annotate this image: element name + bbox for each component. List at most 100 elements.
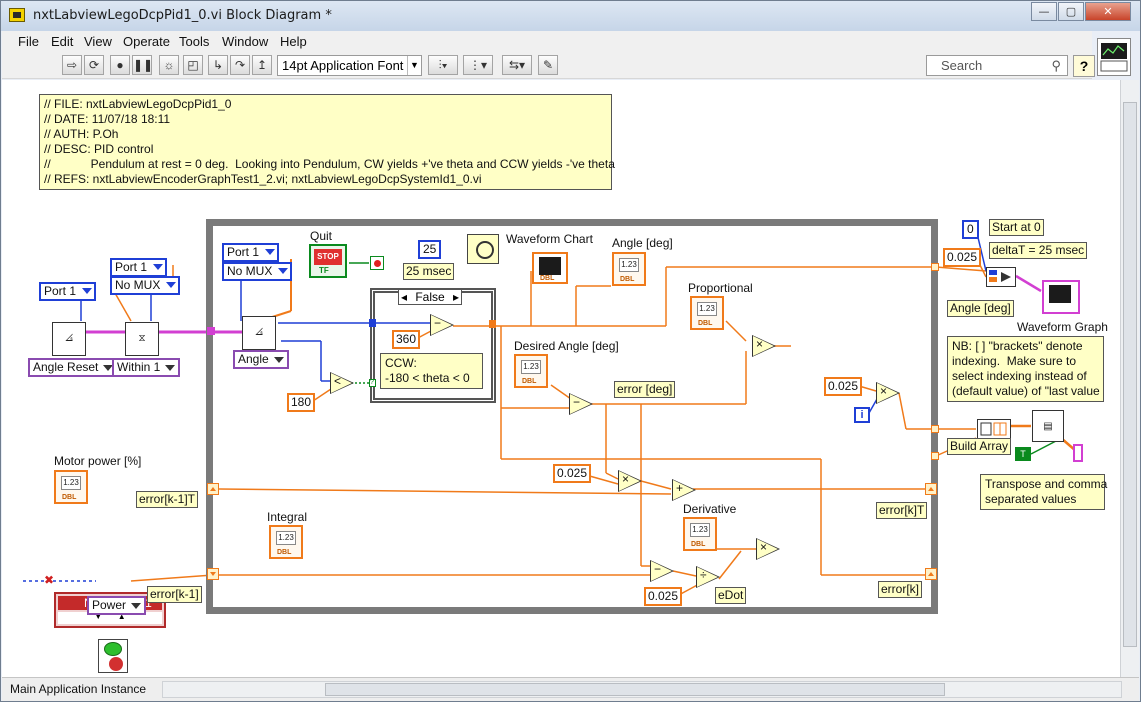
block-diagram-canvas[interactable]: // FILE: nxtLabviewLegoDcpPid1_0 // DATE… (2, 80, 1120, 677)
const-0025-a[interactable]: 0.025 (824, 377, 863, 396)
shift-register-right-2[interactable] (925, 568, 937, 580)
menu-tools[interactable]: Tools (179, 34, 210, 49)
quit-stop-button[interactable]: STOP TF (309, 244, 347, 278)
run-continuously-icon[interactable]: ⟳ (84, 55, 104, 75)
wait-ms-timer-icon[interactable] (467, 234, 499, 264)
ccw-comment[interactable]: CCW: -180 < theta < 0 (380, 353, 483, 389)
case-next-icon[interactable]: ▸ (452, 290, 459, 304)
less-than-node[interactable]: < (330, 372, 354, 394)
transpose-bool-constant[interactable]: T (1015, 447, 1031, 461)
angle-reset-subvi-icon[interactable]: ⦞ (52, 322, 86, 356)
output-tunnel-1 (931, 263, 939, 271)
step-into-icon[interactable]: ↳ (208, 55, 228, 75)
title-bar[interactable]: nxtLabviewLegoDcpPid1_0.vi Block Diagram… (1, 1, 1140, 31)
angle-deg-indicator[interactable]: 1.23 DBL (612, 252, 646, 286)
power-selector[interactable]: Power (87, 596, 147, 615)
vi-icon-graphic (1100, 43, 1128, 72)
build-array-label: Build Array (947, 438, 1012, 455)
distribute-objects-icon[interactable]: ⋮▾ (463, 55, 493, 75)
waveform-chart-terminal[interactable]: DBL (532, 252, 568, 284)
motor-power-subvi-icon[interactable] (98, 639, 128, 673)
port1-selector-c[interactable]: Port 1 (222, 243, 280, 262)
port1-selector-a[interactable]: Port 1 (39, 282, 97, 301)
angle-selector[interactable]: Angle (233, 350, 289, 369)
write-spreadsheet-icon[interactable]: ▤ (1032, 410, 1064, 442)
subtract-node-1[interactable]: − (430, 314, 454, 336)
const-0025-c[interactable]: 0.025 (644, 587, 683, 606)
vi-icon[interactable] (1097, 38, 1131, 76)
maximize-button[interactable]: ▢ (1058, 2, 1084, 21)
within-subvi-icon[interactable]: ⧖ (125, 322, 159, 356)
desired-angle-control[interactable]: 1.23 DBL (514, 354, 548, 388)
run-arrow-icon[interactable]: ⇨ (62, 55, 82, 75)
subtract-node-error[interactable]: − (569, 393, 593, 415)
multiply-node-i[interactable]: × (876, 382, 900, 404)
case-selector-label[interactable]: ◂ False ▸ (398, 289, 462, 305)
menu-view[interactable]: View (84, 34, 112, 49)
dbl-type: DBL (698, 320, 713, 327)
shift-register-left-2[interactable] (207, 568, 219, 580)
align-objects-icon[interactable]: ⫶▾ (428, 55, 458, 75)
bundle-node-icon[interactable] (986, 267, 1016, 287)
shift-register-right-1[interactable] (925, 483, 937, 495)
header-comment[interactable]: // FILE: nxtLabviewLegoDcpPid1_0 // DATE… (39, 94, 615, 190)
while-loop[interactable] (206, 219, 938, 614)
highlight-execution-icon[interactable]: ☼ (159, 55, 179, 75)
string-indicator[interactable] (1073, 444, 1083, 462)
build-array-node-icon[interactable] (977, 419, 1011, 439)
start-constant[interactable]: 0 (962, 220, 979, 239)
horizontal-scroll-thumb[interactable] (325, 683, 945, 696)
vertical-scrollbar[interactable] (1120, 80, 1139, 677)
multiply-node-p[interactable]: × (752, 335, 776, 357)
subtract-node-derivative[interactable]: − (650, 560, 674, 582)
angle-read-subvi-icon[interactable]: ⦞ (242, 316, 276, 350)
port1-selector-b[interactable]: Port 1 (110, 258, 168, 277)
clean-up-diagram-icon[interactable]: ✎ (538, 55, 558, 75)
const-360[interactable]: 360 (392, 330, 421, 349)
abort-icon[interactable]: ● (110, 55, 130, 75)
search-input[interactable]: Search ⚲ (926, 55, 1068, 76)
wait-constant[interactable]: 25 (418, 240, 442, 259)
menu-edit[interactable]: Edit (51, 34, 74, 49)
no-mux-selector-b[interactable]: No MUX (222, 262, 293, 281)
step-over-icon[interactable]: ↷ (230, 55, 250, 75)
waveform-graph-terminal[interactable] (1042, 280, 1080, 314)
menu-file[interactable]: File (18, 34, 39, 49)
motor-power-label: Motor power [%] (54, 454, 142, 468)
reorder-icon[interactable]: ⇆▾ (502, 55, 532, 75)
deltat-constant[interactable]: 0.025 (943, 248, 982, 267)
multiply-node-integral[interactable]: × (618, 470, 642, 492)
angle-reset-selector[interactable]: Angle Reset (28, 358, 119, 377)
no-mux-selector-a[interactable]: No MUX (110, 276, 181, 295)
horizontal-scrollbar[interactable] (162, 681, 1122, 698)
angle-value: Angle (238, 352, 269, 366)
shift-register-left-1[interactable] (207, 483, 219, 495)
menu-operate[interactable]: Operate (123, 34, 170, 49)
multiply-node-derivative[interactable]: × (756, 538, 780, 560)
within-selector[interactable]: Within 1 (112, 358, 181, 377)
motor-power-indicator[interactable]: 1.23 DBL (54, 470, 88, 504)
const-0025-b[interactable]: 0.025 (553, 464, 592, 483)
loop-stop-terminal-icon[interactable] (370, 256, 384, 270)
step-out-icon[interactable]: ↥ (252, 55, 272, 75)
graph-screen-icon (1049, 285, 1071, 303)
case-prev-icon[interactable]: ◂ (401, 290, 408, 304)
pause-icon[interactable]: ❚❚ (132, 55, 153, 75)
transpose-note-comment[interactable]: Transpose and comma separated values (980, 474, 1107, 510)
integral-indicator[interactable]: 1.23 DBL (269, 525, 303, 559)
menu-window[interactable]: Window (222, 34, 269, 49)
derivative-indicator[interactable]: 1.23 DBL (683, 517, 717, 551)
proportional-indicator[interactable]: 1.23 DBL (690, 296, 724, 330)
font-select[interactable]: 14pt Application Font ▼ (277, 55, 422, 76)
iteration-terminal[interactable]: i (854, 407, 870, 423)
const-180[interactable]: 180 (287, 393, 316, 412)
add-node-integral[interactable]: + (672, 479, 696, 501)
minimize-button[interactable]: — (1031, 2, 1057, 21)
retain-wire-values-icon[interactable]: ◰ (183, 55, 203, 75)
context-help-button[interactable]: ? (1073, 55, 1095, 77)
vertical-scroll-thumb[interactable] (1123, 102, 1137, 647)
divide-node-derivative[interactable]: ÷ (696, 566, 720, 588)
nb-note-comment[interactable]: NB: [ ] "brackets" denote indexing. Make… (947, 336, 1104, 402)
menu-help[interactable]: Help (280, 34, 307, 49)
close-button[interactable]: ✕ (1085, 2, 1131, 21)
